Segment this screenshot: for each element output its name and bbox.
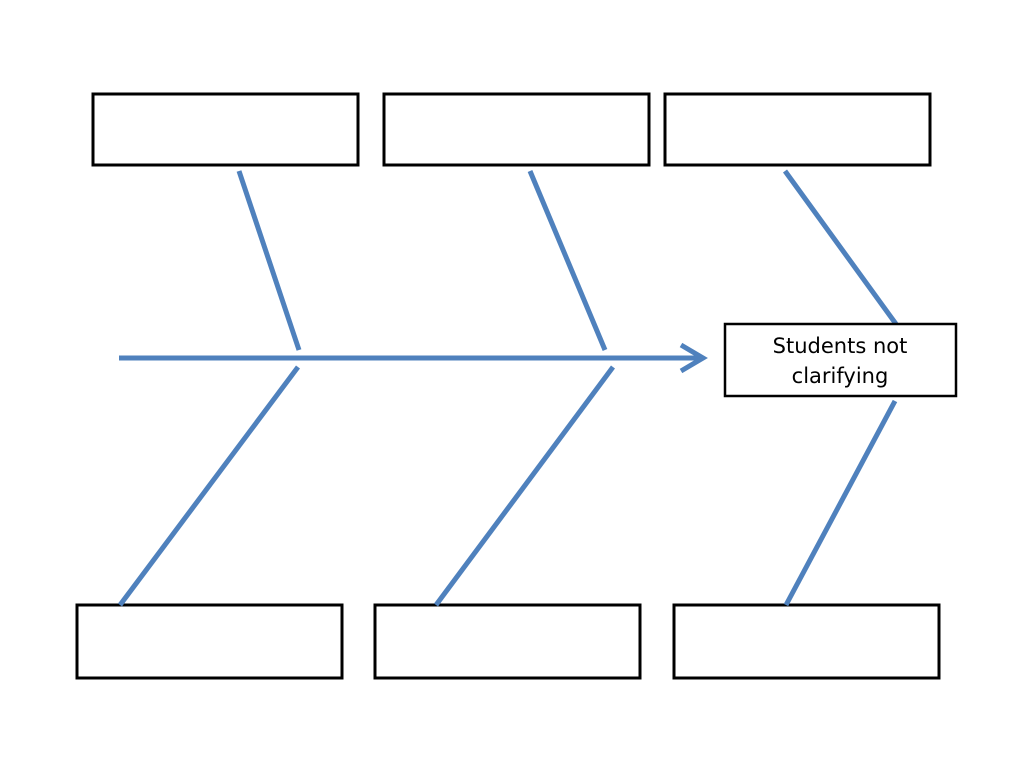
- bone-lower-left: [117, 365, 301, 607]
- cause-box-bottom-right[interactable]: [672, 603, 941, 680]
- cause-box-bottom-middle[interactable]: [373, 603, 642, 680]
- effect-label-line-1: Students not: [773, 334, 908, 358]
- bone-upper-middle: [527, 170, 608, 351]
- cause-box-top-left[interactable]: [91, 92, 360, 167]
- bone-upper-left: [236, 170, 302, 351]
- effect-box[interactable]: [723, 322, 958, 398]
- bone-lower-middle: [433, 365, 616, 607]
- effect-label-line-2: clarifying: [792, 364, 889, 388]
- bone-upper-right: [782, 169, 899, 326]
- bone-lower-right: [783, 399, 898, 607]
- cause-box-bottom-left[interactable]: [75, 603, 344, 680]
- spine-arrow-head: [679, 342, 708, 374]
- cause-box-top-middle[interactable]: [382, 92, 651, 167]
- cause-box-top-right[interactable]: [663, 92, 932, 167]
